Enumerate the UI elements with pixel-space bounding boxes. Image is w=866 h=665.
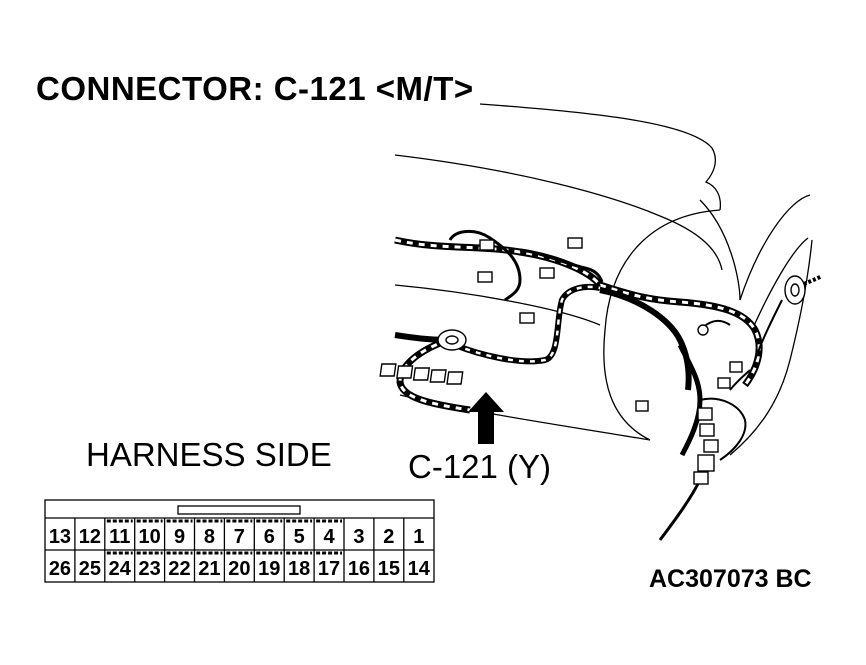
pin-4: 4 [323, 526, 335, 548]
pin-23: 23 [139, 558, 161, 580]
callout-arrow [468, 392, 504, 444]
pin-17: 17 [318, 558, 340, 580]
pin-8: 8 [204, 526, 215, 548]
pin-5: 5 [294, 526, 305, 548]
pin-13: 13 [49, 526, 71, 548]
connector-lock-tab [177, 505, 301, 515]
pin-24: 24 [109, 558, 132, 580]
connector-callout-label: C-121 (Y) [408, 448, 552, 485]
pin-14: 14 [408, 558, 431, 580]
figure-code: AC307073 BC [649, 565, 812, 593]
pin-9: 9 [174, 526, 185, 548]
pin-7: 7 [234, 526, 245, 548]
small-connectors [437, 237, 806, 485]
pin-22: 22 [168, 558, 190, 580]
pin-12: 12 [79, 526, 101, 548]
pin-11: 11 [109, 526, 130, 548]
pin-19: 19 [258, 558, 280, 580]
pin-1: 1 [413, 526, 424, 548]
pin-20: 20 [228, 558, 250, 580]
pin-21: 21 [198, 558, 220, 580]
wiring-harness-bundles [394, 230, 823, 541]
pin-2: 2 [383, 526, 394, 548]
pin-26: 26 [49, 558, 71, 580]
pin-16: 16 [348, 558, 370, 580]
vehicle-body-outline [394, 103, 813, 456]
c121-connector-group [379, 363, 464, 385]
pin-18: 18 [288, 558, 310, 580]
pin-6: 6 [264, 526, 275, 548]
pin-15: 15 [378, 558, 400, 580]
diagram-title: CONNECTOR: C-121 <M/T> [36, 70, 474, 107]
harness-side-label: HARNESS SIDE [86, 436, 332, 473]
pin-10: 10 [139, 526, 161, 548]
pin-3: 3 [353, 526, 364, 548]
pin-25: 25 [79, 558, 101, 580]
